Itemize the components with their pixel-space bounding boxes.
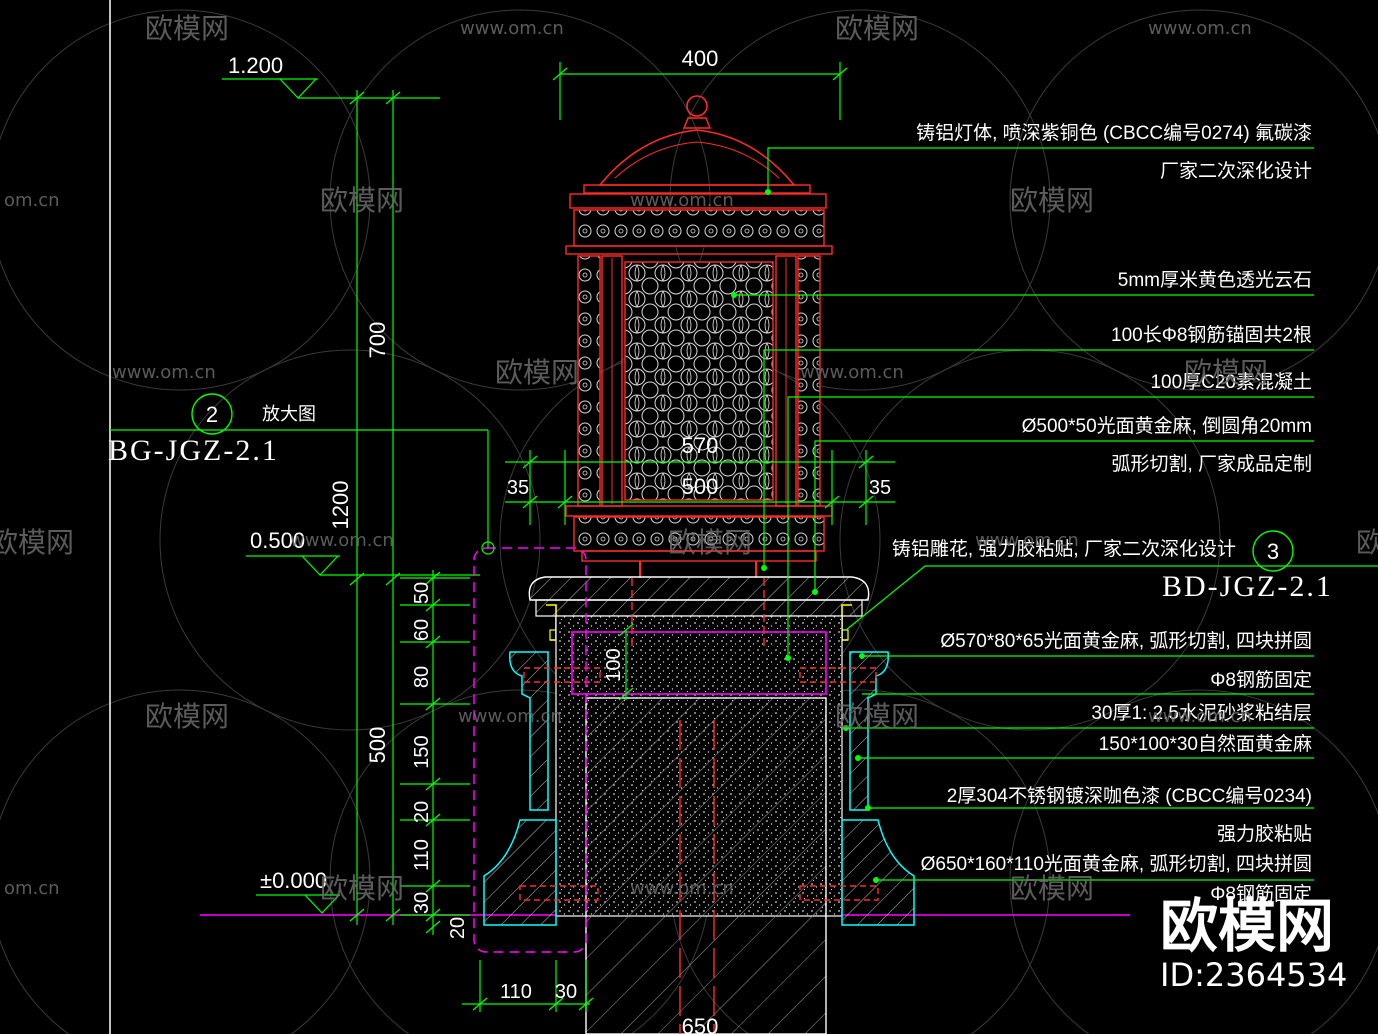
corner-brand: 欧模网 [1160, 892, 1334, 960]
dim-label-150: 150 [411, 735, 433, 768]
dim-label-650: 650 [682, 1014, 719, 1034]
wm-brand-6: 欧模网 [1184, 356, 1268, 389]
material-notes: 铸铝灯体, 喷深紫铜色 (CBCC编号0274) 氟碳漆 厂家二次深化设计 5m… [892, 122, 1312, 905]
dim-label-50: 50 [411, 582, 433, 604]
watermarks: 欧模网 www.om.cn 欧模网 www.om.cn om.cn 欧模网 ww… [0, 12, 1378, 905]
dim-vertical-overall [349, 90, 470, 935]
level-mid-label: 0.500 [250, 528, 305, 553]
leader-lines [734, 147, 1314, 881]
level-marker-mid: 0.500 [246, 528, 480, 576]
detail-3-number: 3 [1267, 539, 1279, 564]
dim-label-60: 60 [411, 619, 433, 641]
dim-label-35-right: 35 [869, 477, 891, 499]
note-2: 5mm厚米黄色透光云石 [1118, 269, 1312, 291]
wm-brand-9: 欧模网 [1356, 526, 1378, 559]
wm-brand-13: 欧模网 [1010, 872, 1094, 905]
wm-brand-4: 欧模网 [1010, 184, 1094, 217]
dim-label-30: 30 [411, 892, 433, 914]
note-0: 铸铝灯体, 喷深紫铜色 (CBCC编号0274) 氟碳漆 [916, 122, 1312, 144]
dim-100 [618, 623, 634, 701]
corner-id: ID:2364534 [1160, 956, 1347, 994]
dim-label-1200: 1200 [328, 481, 353, 530]
dim-label-20a: 20 [411, 801, 433, 823]
level-marker-ground: ±0.000 [256, 868, 340, 914]
wm-url-8: www.om.cn [975, 530, 1079, 551]
note-14: Ø650*160*110光面黄金麻, 弧形切割, 四块拼圆 [921, 853, 1312, 875]
note-15: Φ8钢筋固定 [1210, 883, 1312, 905]
detail-2-note: 放大图 [262, 404, 316, 424]
dim-top-400 [552, 62, 848, 120]
wm-url-10: www.om.cn [1148, 706, 1252, 727]
note-12: 2厚304不锈钢镀深咖色漆 (CBCC编号0234) [947, 785, 1312, 807]
wm-brand-5: 欧模网 [495, 356, 579, 389]
detail-2-ref: BG-JGZ-2.1 [108, 434, 279, 467]
wm-brand-3: 欧模网 [320, 184, 404, 217]
pedestal [483, 578, 915, 1034]
detail-callout-3: 3 BD-JGZ-2.1 [1160, 530, 1378, 603]
wm-brand-7: 欧模网 [0, 526, 74, 559]
dim-label-110-b: 110 [500, 981, 532, 1003]
wm-url-2: www.om.cn [1148, 18, 1252, 39]
dim-label-110: 110 [411, 839, 433, 871]
note-13: 强力胶粘贴 [1217, 823, 1312, 845]
wm-url-6: www.om.cn [800, 362, 904, 383]
wm-url-11: om.cn [4, 878, 60, 899]
wm-url-4: www.om.cn [630, 190, 734, 211]
level-ground-label: ±0.000 [260, 868, 327, 893]
dim-label-700: 700 [365, 322, 390, 359]
dim-label-35-left: 35 [507, 477, 529, 499]
dim-label-570: 570 [682, 433, 719, 458]
detail-boundary [473, 547, 587, 953]
wm-brand-1: 欧模网 [145, 12, 229, 45]
wm-brand-11: 欧模网 [835, 700, 919, 733]
wm-url-3: om.cn [4, 190, 60, 211]
dim-label-30-b: 30 [555, 981, 577, 1003]
level-marker-top: 1.200 [222, 53, 440, 99]
detail-callout-2: 2 放大图 BG-JGZ-2.1 [108, 393, 495, 555]
dim-width-group [505, 450, 895, 525]
note-4: 100厚C20素混凝土 [1150, 371, 1312, 393]
dim-label-400: 400 [682, 46, 719, 71]
lamp-body [565, 95, 833, 578]
wm-brand-10: 欧模网 [145, 700, 229, 733]
dim-label-500-w: 500 [682, 474, 719, 499]
wm-url-5: www.om.cn [112, 362, 216, 383]
note-11: 150*100*30自然面黄金麻 [1099, 733, 1312, 755]
leader-dots [731, 189, 879, 883]
wm-brand-8: 欧模网 [668, 526, 752, 559]
detail-2-number: 2 [206, 402, 218, 427]
dim-label-500: 500 [365, 727, 390, 764]
note-3: 100长Φ8钢筋锚固共2根 [1111, 324, 1312, 346]
wm-url-7: www.om.cn [290, 530, 394, 551]
level-top-label: 1.200 [228, 53, 283, 78]
note-10: 30厚1: 2.5水泥砂浆粘结层 [1091, 702, 1312, 724]
wm-url-1: www.om.cn [460, 18, 564, 39]
note-8: Ø570*80*65光面黄金麻, 弧形切割, 四块拼圆 [940, 630, 1312, 652]
note-7: 铸铝雕花, 强力胶粘贴, 厂家二次深化设计 [892, 538, 1236, 560]
note-1: 厂家二次深化设计 [1160, 160, 1312, 182]
wm-brand-12: 欧模网 [320, 872, 404, 905]
note-5: Ø500*50光面黄金麻, 倒圆角20mm [1022, 415, 1312, 437]
wm-url-9: www.om.cn [458, 706, 562, 727]
cap-stone [528, 576, 870, 641]
dim-label-80: 80 [411, 666, 433, 688]
note-6: 弧形切割, 厂家成品定制 [1111, 453, 1312, 475]
dim-bottom-group [462, 960, 594, 1012]
wm-url-12: www.om.cn [630, 878, 734, 899]
detail-3-ref: BD-JGZ-2.1 [1162, 570, 1333, 603]
dim-label-20b: 20 [447, 917, 469, 939]
dim-label-100: 100 [603, 648, 625, 681]
note-9: Φ8钢筋固定 [1210, 669, 1312, 691]
wm-brand-2: 欧模网 [835, 12, 919, 45]
